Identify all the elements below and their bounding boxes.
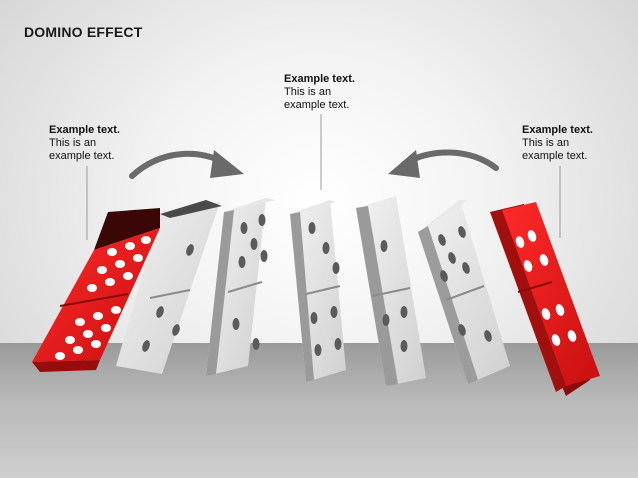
callout-right-line2: example text.: [522, 150, 588, 162]
domino-red-right: [490, 202, 600, 396]
callout-left-line2: example text.: [49, 150, 115, 162]
domino-white-6: [418, 200, 510, 384]
callout-left: Example text. This is an example text.: [49, 124, 120, 163]
curved-arrow-right-icon: [129, 150, 244, 179]
callout-center-line2: example text.: [284, 99, 350, 111]
callout-left-heading: Example text.: [49, 124, 120, 136]
callout-center: Example text. This is an example text.: [284, 73, 355, 112]
callout-center-line1: This is an: [284, 86, 332, 98]
domino-white-2: [116, 200, 222, 374]
page-title: DOMINO EFFECT: [24, 24, 143, 40]
callout-right: Example text. This is an example text.: [522, 124, 593, 163]
callout-right-line1: This is an: [522, 137, 570, 149]
domino-red-left: [32, 208, 160, 372]
domino-white-4: [290, 200, 346, 382]
curved-arrow-left-icon: [388, 149, 499, 178]
domino-white-3: [206, 198, 276, 376]
callout-left-line1: This is an: [49, 137, 97, 149]
domino-white-5: [356, 196, 426, 386]
callout-right-heading: Example text.: [522, 124, 593, 136]
callout-center-heading: Example text.: [284, 73, 355, 85]
